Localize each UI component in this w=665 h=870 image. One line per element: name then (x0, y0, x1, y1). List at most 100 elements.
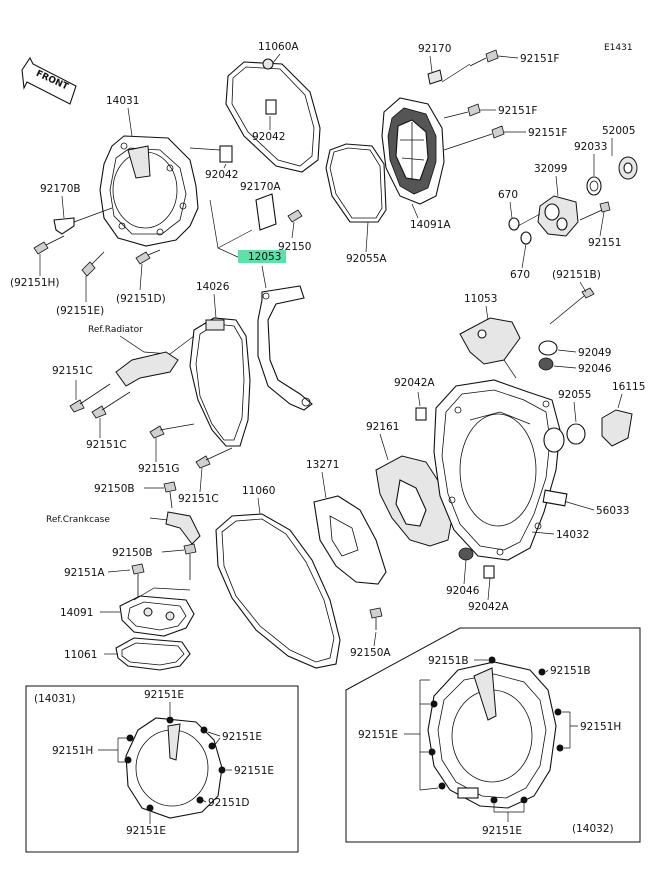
bracket-11053 (459, 317, 521, 365)
gasket-92055A (325, 143, 387, 223)
inset-right-92151H: 92151H (580, 721, 621, 733)
label-11060A: 11060A (258, 41, 299, 53)
inset-left-92151D: 92151D (208, 797, 250, 809)
inset-left-92151E-bottom: 92151E (126, 825, 166, 837)
bolt-92151F-3 (443, 125, 505, 151)
label-32099: 32099 (534, 163, 567, 175)
label-92161: 92161 (366, 421, 399, 433)
label-52005: 52005 (602, 125, 635, 137)
ref-crankcase-label: Ref.Crankcase (46, 515, 110, 525)
label-11061: 11061 (64, 649, 97, 661)
bolt-92151D (135, 249, 161, 265)
bolt-92151-a (579, 201, 611, 221)
cover-14026 (189, 317, 251, 447)
bolt-92151F-1 (469, 49, 499, 67)
gear-52005-icon (618, 156, 638, 180)
label-92055A: 92055A (346, 253, 387, 265)
label-92033: 92033 (574, 141, 607, 153)
oil-pump-32099 (537, 195, 579, 237)
bolt-92151C-b (91, 391, 131, 419)
inset-right-bolts (428, 656, 564, 804)
label-14031: 14031 (106, 95, 139, 107)
bolt-92150B-b (183, 543, 197, 580)
label-92042A-a: 92042A (394, 377, 435, 389)
bolt-92151B-a (549, 287, 595, 325)
label-92042-a: 92042 (252, 131, 285, 143)
left-engine-cover-14031 (99, 135, 199, 247)
label-92042A-b: 92042A (468, 601, 509, 613)
bolt-92151C-c (195, 447, 233, 469)
label-11053: 11053 (464, 293, 497, 305)
inset-left-92151H: 92151H (52, 745, 93, 757)
label-92151D: (92151D) (116, 293, 166, 305)
right-engine-cover-14032 (433, 379, 565, 561)
label-12053: 12053 (248, 251, 281, 263)
gasket-11060A (225, 61, 321, 173)
label-16115: 16115 (612, 381, 645, 393)
inset-left-92151E-r1: 92151E (222, 731, 262, 743)
figure-code: E1431 (604, 43, 633, 53)
label-92170: 92170 (418, 43, 451, 55)
label-92151C-b: 92151C (86, 439, 127, 451)
inset-left-frame (25, 685, 299, 853)
label-92055: 92055 (558, 389, 591, 401)
label-92150B-a: 92150B (94, 483, 135, 495)
label-92170B: 92170B (40, 183, 81, 195)
highlight-12053 (238, 250, 286, 263)
label-92151H: (92151H) (10, 277, 60, 289)
chain-guide-12053 (257, 285, 313, 411)
front-arrow-icon: FRONT (21, 56, 77, 105)
inset-left-92151E-r2: 92151E (234, 765, 274, 777)
label-670-a: 670 (498, 189, 518, 201)
label-92151C-a: 92151C (52, 365, 93, 377)
inset-left-cover (125, 717, 223, 819)
label-56033: 56033 (596, 505, 629, 517)
oil-filler-cap-16115 (601, 409, 633, 447)
ref-radiator-label: Ref.Radiator (88, 325, 143, 335)
bolt-92151G (149, 423, 195, 439)
radiator-bracket (115, 351, 179, 387)
bolt-92150-a (287, 209, 303, 223)
inset-right-92151B-right: 92151B (550, 665, 591, 677)
label-92151-a: 92151 (588, 237, 621, 249)
label-92151E: (92151E) (56, 305, 104, 317)
cover-14091 (119, 595, 195, 637)
plate-13271 (313, 495, 387, 585)
inset-left-title: (14031) (34, 693, 76, 705)
label-92151F-2: 92151F (498, 105, 537, 117)
inset-right-cover (427, 661, 557, 809)
label-92046-b: 92046 (446, 585, 480, 597)
clutch-cover-14091A (381, 97, 445, 205)
inset-right-92151E-left: 92151E (358, 729, 398, 741)
label-92151F-1: 92151F (520, 53, 559, 65)
inset-right-92151E-bottom: 92151E (482, 825, 522, 837)
bolt-92151F-2 (443, 103, 481, 119)
bolt-92151H (33, 235, 65, 255)
damper-92161 (375, 455, 453, 547)
gasket-11060 (215, 513, 341, 669)
bolt-92150B-a (163, 481, 177, 509)
gasket-11061 (115, 637, 191, 671)
inset-right-frame (345, 627, 641, 843)
label-670-b: 670 (510, 269, 530, 281)
bolt-92151E (81, 251, 105, 277)
label-11060: 11060 (242, 485, 275, 497)
label-13271: 13271 (306, 459, 339, 471)
label-92151A: 92151A (64, 567, 105, 579)
label-92150-a: 92150 (278, 241, 311, 253)
label-92046-a: 92046 (578, 363, 612, 375)
inset-left-92151E-top: 92151E (144, 689, 184, 701)
label-92150B-b: 92150B (112, 547, 153, 559)
label-92151F-3: 92151F (528, 127, 567, 139)
inset-right-92151B-top: 92151B (428, 655, 469, 667)
label-92151C-c: 92151C (178, 493, 219, 505)
label-14091A: 14091A (410, 219, 451, 231)
label-92042-b: 92042 (205, 169, 238, 181)
label-14032: 14032 (556, 529, 589, 541)
bolt-92151C-a (69, 383, 111, 413)
bolt-92151A (131, 563, 145, 600)
inset-left-bolts (124, 716, 226, 812)
inset-right-title: (14032) (572, 823, 614, 835)
label-92049: 92049 (578, 347, 611, 359)
